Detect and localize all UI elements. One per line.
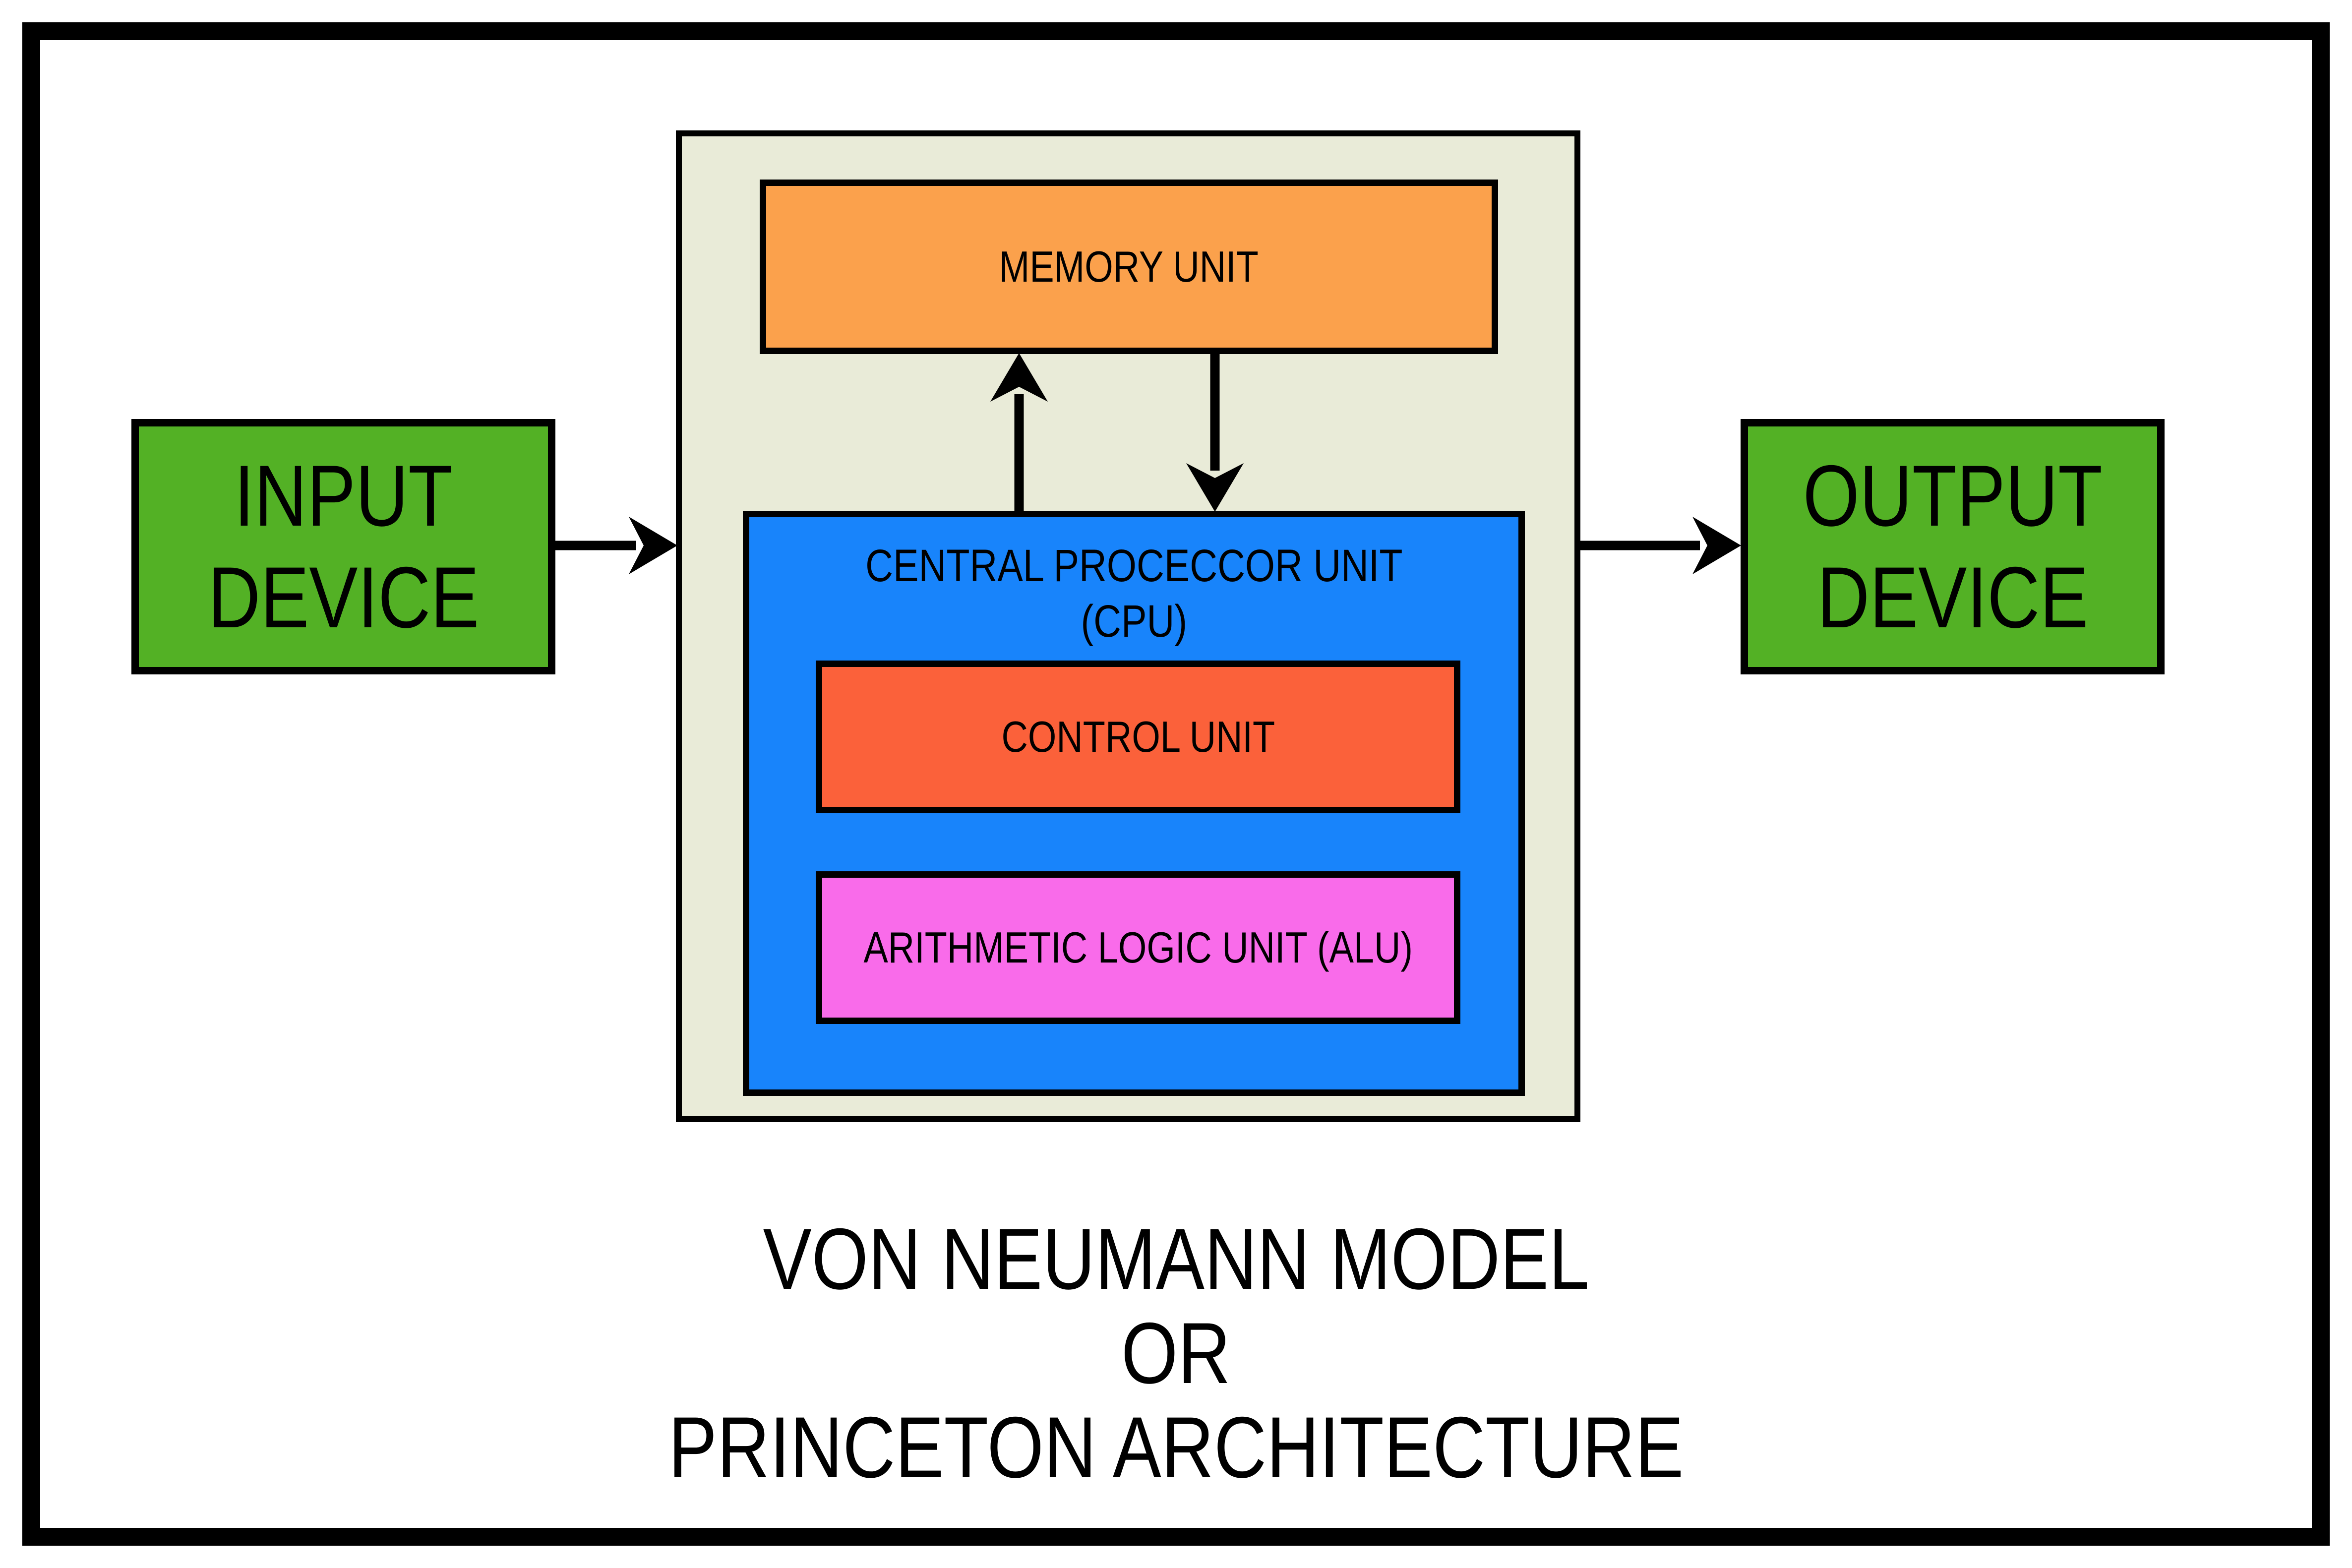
output-device-label-line2: DEVICE — [1816, 549, 2089, 646]
diagram-title: VON NEUMANN MODEL OR PRINCETON ARCHITECT… — [0, 1212, 2352, 1495]
output-device-box: OUTPUT DEVICE — [1741, 419, 2165, 674]
alu-box: ARITHMETIC LOGIC UNIT (ALU) — [816, 871, 1460, 1024]
arrow-input-to-system-icon — [554, 517, 677, 574]
input-device-label-line2: DEVICE — [207, 549, 480, 646]
control-unit-label: CONTROL UNIT — [1001, 712, 1275, 761]
outer-border-frame — [22, 22, 2330, 1546]
arrow-cpu-to-memory-icon — [990, 353, 1048, 512]
cpu-label-line2: (CPU) — [1081, 596, 1187, 647]
diagram-title-line3: PRINCETON ARCHITECTURE — [668, 1399, 1684, 1496]
output-device-label: OUTPUT DEVICE — [1774, 445, 2131, 649]
alu-label: ARITHMETIC LOGIC UNIT (ALU) — [863, 923, 1413, 972]
diagram-title-line1: VON NEUMANN MODEL — [763, 1211, 1589, 1308]
input-device-label: INPUT DEVICE — [182, 445, 505, 649]
control-unit-box: CONTROL UNIT — [816, 661, 1460, 813]
memory-unit-label: MEMORY UNIT — [999, 242, 1259, 291]
memory-unit-box: MEMORY UNIT — [760, 180, 1498, 354]
cpu-label: CENTRAL PROCECCOR UNIT (CPU) — [814, 538, 1454, 649]
input-device-label-line1: INPUT — [234, 447, 453, 544]
arrow-system-to-output-icon — [1580, 517, 1741, 574]
input-device-box: INPUT DEVICE — [131, 419, 555, 674]
output-device-label-line1: OUTPUT — [1803, 447, 2103, 544]
cpu-label-line1: CENTRAL PROCECCOR UNIT — [865, 541, 1403, 591]
arrow-memory-to-cpu-icon — [1186, 353, 1244, 512]
diagram-title-line2: OR — [1121, 1305, 1231, 1402]
